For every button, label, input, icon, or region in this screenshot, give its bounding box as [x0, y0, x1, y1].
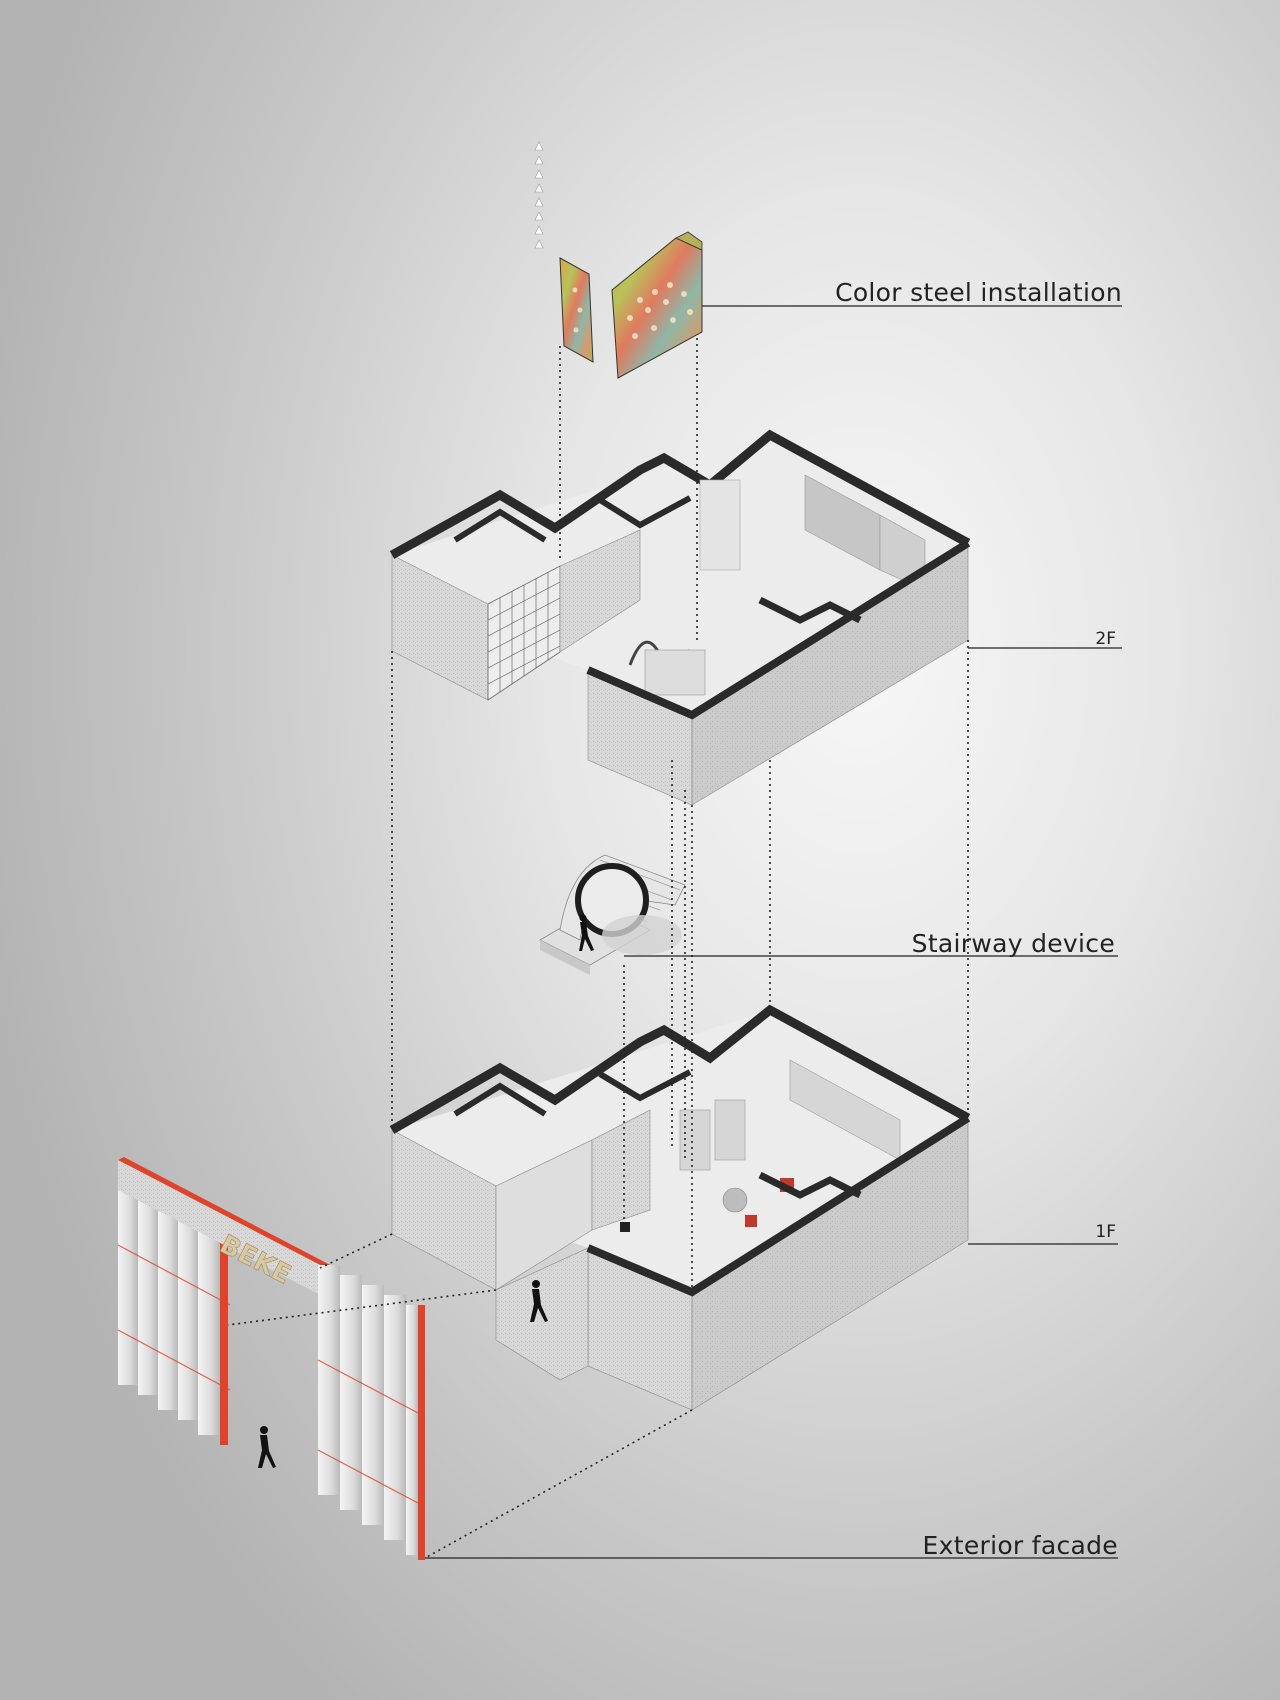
- label-floor-1f: 1F: [1095, 1222, 1116, 1242]
- label-color-steel-installation: Color steel installation: [835, 278, 1122, 307]
- walking-person-icon: [530, 1280, 548, 1322]
- walking-person-icon: [258, 1426, 276, 1468]
- steel-panel-left: [559, 257, 594, 363]
- wall-top-1f: [389, 1004, 971, 1134]
- label-stairway-device: Stairway device: [911, 929, 1115, 958]
- label-exterior-facade: Exterior facade: [922, 1531, 1118, 1560]
- projection-lines: [227, 338, 969, 1559]
- color-steel-installation: [534, 141, 1122, 379]
- facade-lintel: [118, 1157, 336, 1300]
- floor-2f: [389, 429, 1122, 806]
- stairway-device: [539, 854, 1118, 975]
- floor-1f: [389, 1004, 1118, 1411]
- facade-pillars-right: [318, 1265, 425, 1560]
- walking-person-icon: [579, 914, 594, 951]
- wall-top-2f: [389, 429, 971, 559]
- steel-panel-right: [611, 237, 703, 379]
- arrow-stack-icon: [534, 141, 544, 249]
- label-floor-2f: 2F: [1095, 629, 1116, 649]
